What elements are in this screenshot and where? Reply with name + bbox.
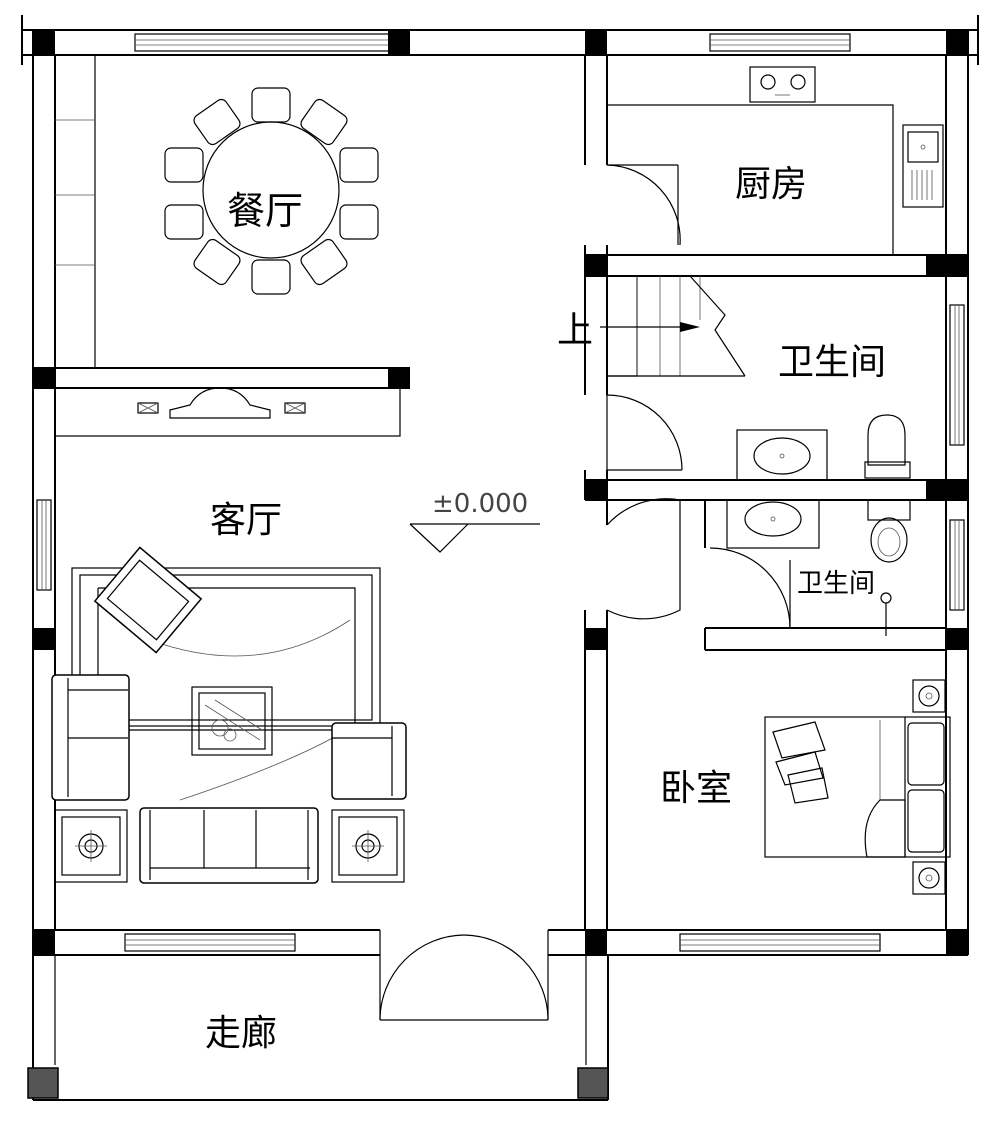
columns xyxy=(33,30,968,955)
armchair-right xyxy=(331,722,407,800)
upper-wash-basin xyxy=(736,429,828,481)
lower-toilet xyxy=(867,499,911,563)
stairs xyxy=(600,275,746,377)
elevation-marker xyxy=(409,523,540,553)
side-table-right xyxy=(331,809,405,883)
sofa-bottom xyxy=(139,807,319,884)
nightstand-top xyxy=(912,679,946,713)
room-label-corridor: 走廊 xyxy=(205,1013,277,1054)
stove xyxy=(749,66,816,103)
room-label-bedroom: 卧室 xyxy=(660,768,732,809)
coffee-table xyxy=(191,686,273,756)
upper-toilet xyxy=(864,414,911,479)
elevation-label: ±0.000 xyxy=(432,489,528,519)
sofa-left xyxy=(51,674,130,801)
bed xyxy=(764,716,951,858)
nightstand-bottom xyxy=(912,861,946,895)
porch xyxy=(27,955,609,1101)
room-label-kitchen: 厨房 xyxy=(735,164,807,205)
tv-set xyxy=(137,387,306,419)
kitchen-sink xyxy=(902,124,944,208)
dining-chairs xyxy=(164,87,379,295)
room-label-bathroom-lower: 卫生间 xyxy=(797,569,875,599)
room-label-bathroom-upper: 卫生间 xyxy=(778,342,886,383)
stair-up-label: 上 xyxy=(557,310,593,351)
doors xyxy=(379,164,791,1021)
lower-wash-basin xyxy=(726,499,820,549)
armchair-angled xyxy=(93,546,203,654)
room-label-living: 客厅 xyxy=(210,500,282,541)
side-table-left xyxy=(54,809,128,883)
room-label-dining: 餐厅 xyxy=(227,189,303,233)
shower xyxy=(880,592,892,636)
